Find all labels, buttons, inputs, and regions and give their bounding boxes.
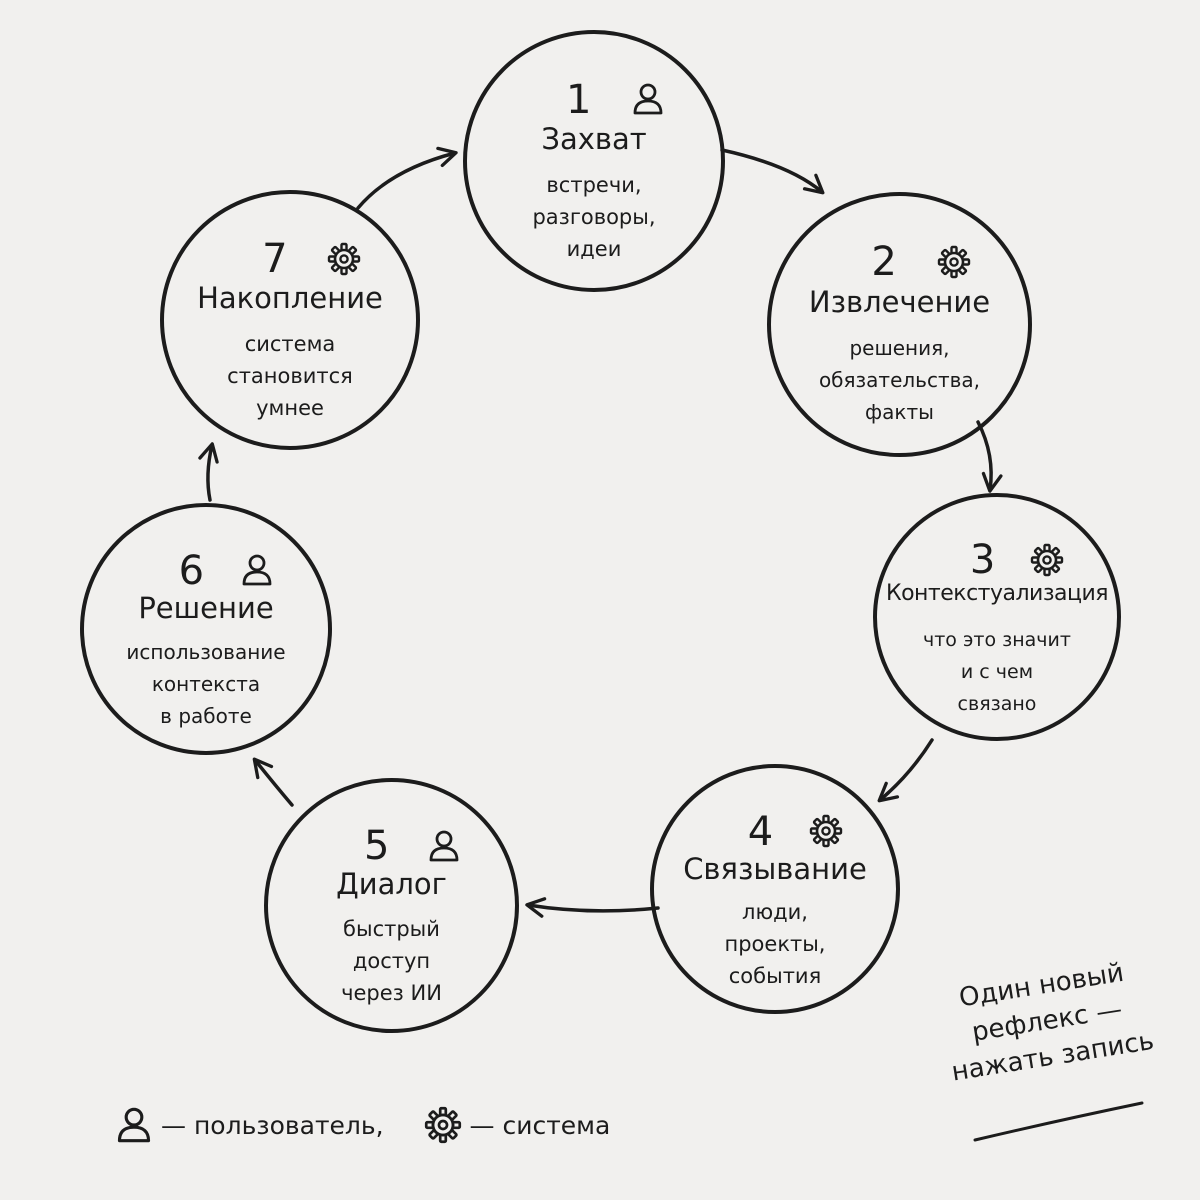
step-number: 5 <box>363 823 390 870</box>
step-number: 6 <box>178 547 205 594</box>
user-icon <box>240 553 274 587</box>
arrow-6-to-7 <box>198 442 219 502</box>
step-description: использование контекста в работе <box>126 640 286 729</box>
user-icon <box>631 82 665 116</box>
step-number: 1 <box>566 76 592 123</box>
step-number: 4 <box>747 808 774 855</box>
step-description: что это значит и с чем связано <box>923 629 1071 716</box>
step-number: 3 <box>969 537 996 584</box>
step-title: Захват <box>541 121 647 156</box>
arrow-2-to-3 <box>976 420 1003 493</box>
step-accumulation: 7 Накопление система становится умнее <box>160 190 420 450</box>
step-title: Извлечение <box>808 284 991 319</box>
step-title: Накопление <box>197 281 383 316</box>
gear-icon <box>937 245 971 279</box>
step-decision: 6 Решение использование контекста в рабо… <box>80 503 332 755</box>
step-number: 7 <box>262 236 288 283</box>
step-extraction: 2 Извлечение решения, обязательства, фак… <box>767 192 1032 457</box>
legend: — пользователь, — система <box>115 1100 610 1150</box>
gear-icon <box>327 242 361 276</box>
gear-icon <box>809 814 843 848</box>
gear-icon <box>424 1106 462 1144</box>
step-title: Контекстуализация <box>885 581 1109 606</box>
arrow-7-to-1 <box>356 146 458 210</box>
step-description: люди, проекты, события <box>724 900 826 989</box>
legend-user-label: — пользователь, <box>161 1110 384 1140</box>
arrow-5-to-6 <box>252 757 294 807</box>
step-contextualization: 3 Контекстуализация что это значит и с ч… <box>873 493 1121 741</box>
step-number: 2 <box>871 239 897 286</box>
arrow-3-to-4 <box>877 738 934 803</box>
user-icon <box>115 1106 153 1144</box>
gear-icon <box>1030 543 1064 577</box>
step-title: Диалог <box>336 867 447 902</box>
user-icon <box>427 829 461 863</box>
step-description: встречи, разговоры, идеи <box>532 172 656 261</box>
arrow-1-to-2 <box>720 148 825 195</box>
step-title: Связывание <box>683 851 867 886</box>
note-underline <box>973 1101 1144 1142</box>
step-description: система становится умнее <box>227 331 353 420</box>
legend-system-label: — система <box>469 1110 611 1140</box>
step-capture: 1 Захват встречи, разговоры, идеи <box>463 30 725 292</box>
step-description: решения, обязательства, факты <box>818 336 981 425</box>
step-dialog: 5 Диалог быстрый доступ через ИИ <box>264 778 519 1033</box>
step-title: Решение <box>138 591 274 626</box>
step-description: быстрый доступ через ИИ <box>341 916 442 1005</box>
arrow-4-to-5 <box>525 897 660 918</box>
step-linking: 4 Связывание люди, проекты, события <box>650 764 900 1014</box>
